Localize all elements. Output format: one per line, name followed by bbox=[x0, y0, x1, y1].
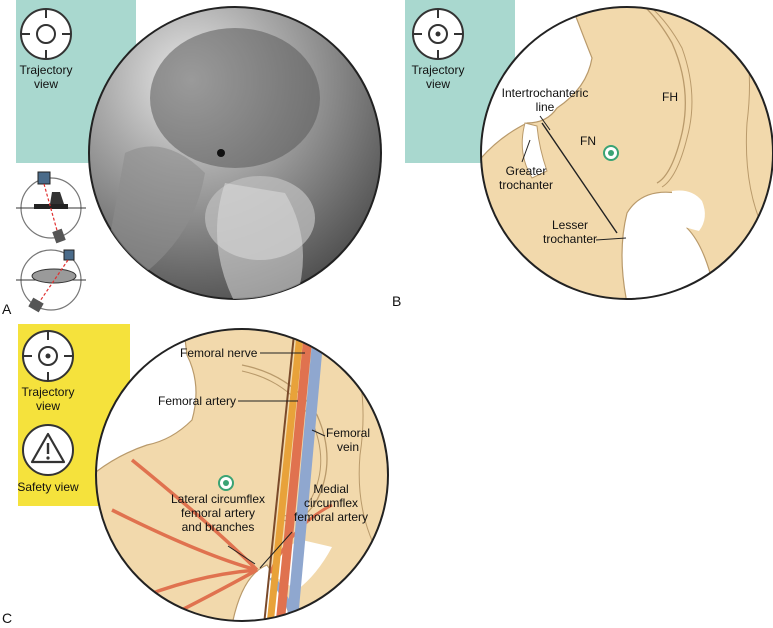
label-lateral-circumflex-1: Lateral circumflex bbox=[170, 492, 266, 506]
panel-c-warning-icon bbox=[22, 424, 74, 476]
label-lateral-circumflex: Lateral circumflex femoral artery and br… bbox=[158, 492, 278, 534]
label-intertrochanteric-line-1: Intertrochanteric bbox=[501, 86, 589, 100]
label-medial-circumflex: Medial circumflex femoral artery bbox=[286, 482, 376, 524]
panel-a-letter: A bbox=[2, 301, 12, 317]
label-femoral-vein-1: Femoral bbox=[325, 426, 370, 440]
c-arm-ap-schematic bbox=[16, 171, 86, 244]
label-femoral-vein-2: vein bbox=[336, 440, 359, 454]
label-femoral-vein: Femoral vein bbox=[318, 426, 378, 454]
label-intertrochanteric-line: Intertrochanteric line bbox=[490, 86, 600, 114]
label-lateral-circumflex-2: femoral artery bbox=[180, 506, 256, 520]
label-fn: FN bbox=[580, 134, 596, 148]
panel-a-icon-label-line2: view bbox=[33, 77, 58, 91]
label-lesser-trochanter-1: Lesser bbox=[551, 218, 589, 232]
label-lateral-circumflex-3: and branches bbox=[181, 520, 255, 534]
panel-b-leader-lines bbox=[521, 115, 627, 241]
label-femoral-artery: Femoral artery bbox=[158, 394, 237, 408]
panel-b-trajectory-view-icon bbox=[412, 8, 464, 60]
panel-a: Trajectory view bbox=[0, 0, 390, 320]
panel-c-safety-label: Safety view bbox=[17, 480, 79, 494]
label-medial-circumflex-1: Medial bbox=[313, 482, 349, 496]
c-arm-lateral-schematic bbox=[16, 249, 86, 313]
panel-c-icon-label-line2: view bbox=[35, 399, 60, 413]
label-fh: FH bbox=[662, 90, 678, 104]
panel-c-letter: C bbox=[2, 610, 13, 626]
panel-c-trajectory-view-icon bbox=[22, 330, 74, 382]
panel-c-icon-label-line1: Trajectory bbox=[21, 385, 75, 399]
panel-b-hip-diagram bbox=[480, 6, 773, 300]
label-lesser-trochanter: Lesser trochanter bbox=[530, 218, 610, 246]
label-greater-trochanter-1: Greater bbox=[505, 164, 547, 178]
label-greater-trochanter: Greater trochanter bbox=[486, 164, 566, 192]
panel-c-leader-lines bbox=[227, 352, 326, 569]
label-medial-circumflex-3: femoral artery bbox=[293, 510, 369, 524]
panel-b-icon-label-line2: view bbox=[425, 77, 450, 91]
fluoroscopy-image bbox=[88, 6, 382, 300]
panel-b-icon-label: Trajectory view bbox=[408, 63, 468, 91]
panel-b: Trajectory view Intertrochanteric line F… bbox=[390, 0, 773, 320]
panel-a-trajectory-view-icon bbox=[20, 8, 72, 60]
panel-b-letter: B bbox=[392, 293, 402, 309]
panel-c: Trajectory view Safety view bbox=[0, 322, 400, 628]
label-femoral-nerve: Femoral nerve bbox=[180, 346, 258, 360]
label-lesser-trochanter-2: trochanter bbox=[542, 232, 598, 246]
panel-c-icon-label: Trajectory view bbox=[18, 385, 78, 413]
label-medial-circumflex-2: circumflex bbox=[303, 496, 358, 510]
label-greater-trochanter-2: trochanter bbox=[498, 178, 554, 192]
panel-b-icon-label-line1: Trajectory bbox=[411, 63, 465, 77]
label-intertrochanteric-line-2: line bbox=[535, 100, 555, 114]
panel-a-icon-label-line1: Trajectory bbox=[19, 63, 73, 77]
panel-c-neurovascular-diagram bbox=[95, 328, 389, 622]
panel-a-icon-label: Trajectory view bbox=[16, 63, 76, 91]
